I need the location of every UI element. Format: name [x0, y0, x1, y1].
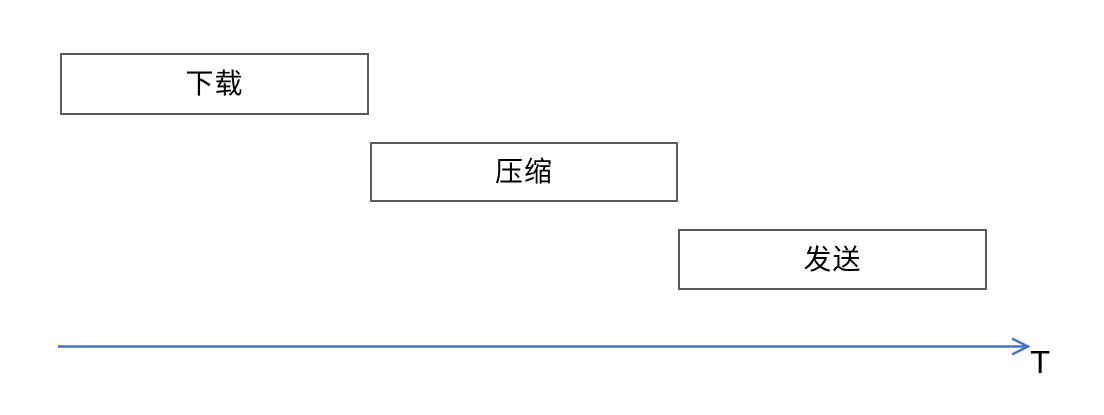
stage-box-send: 发送 [678, 229, 987, 290]
stage-label-download: 下载 [185, 67, 244, 100]
stage-box-compress: 压缩 [370, 142, 678, 202]
time-axis-arrow-icon [58, 337, 1031, 356]
stage-label-send: 发送 [803, 242, 862, 276]
stage-box-download: 下载 [60, 53, 369, 115]
time-axis-label: T [1031, 346, 1050, 381]
time-axis-arrowhead-icon [1011, 337, 1031, 356]
stage-label-compress: 压缩 [494, 155, 553, 188]
